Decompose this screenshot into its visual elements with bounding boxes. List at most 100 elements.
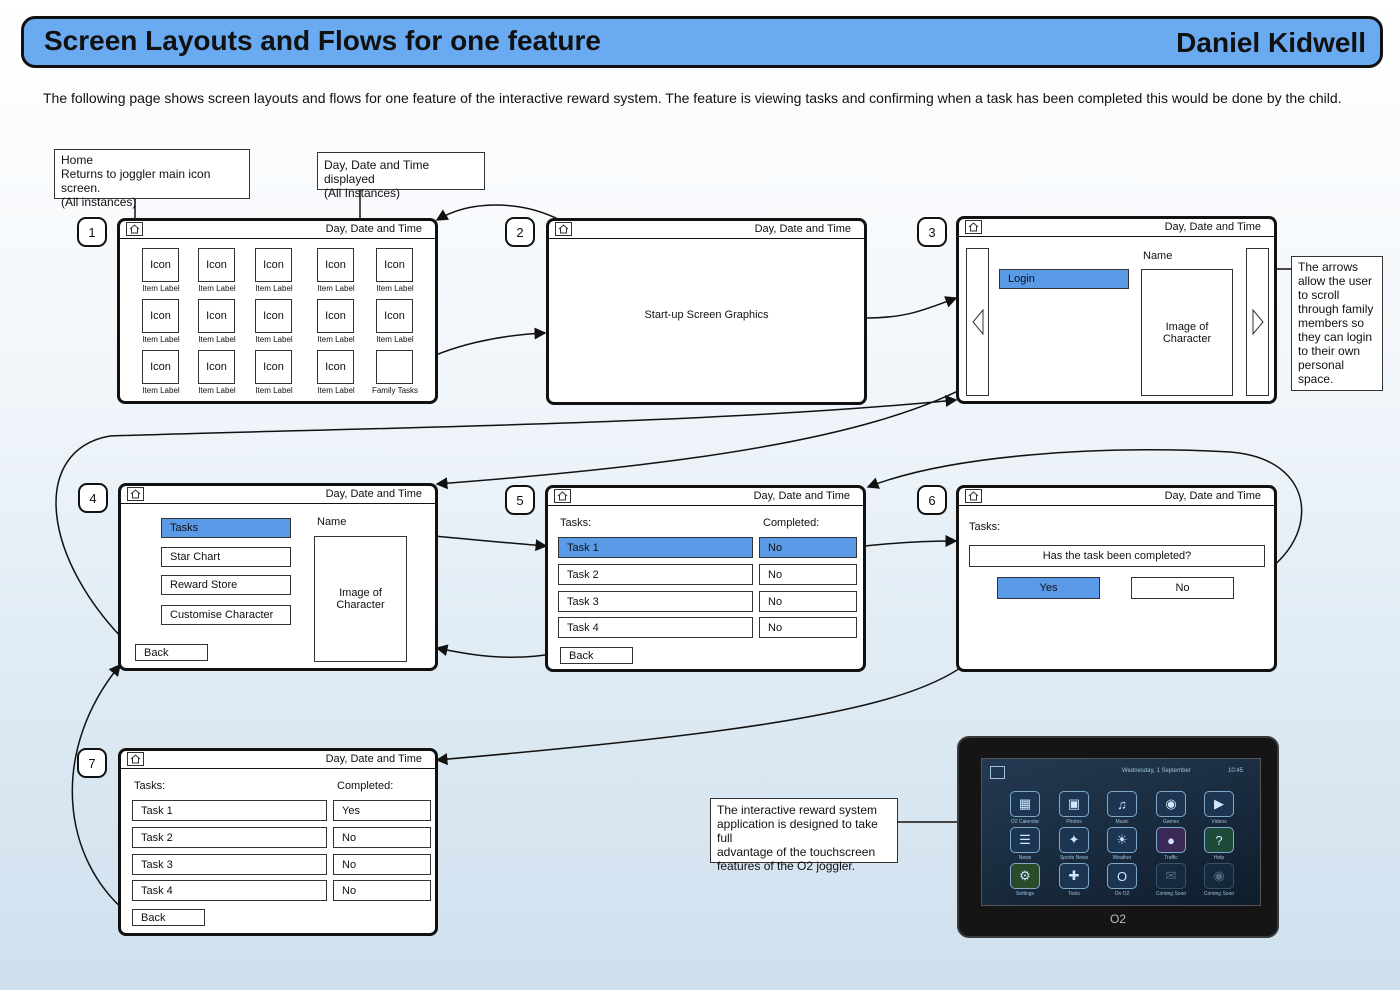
item-label: Item Label — [142, 335, 180, 344]
menu-customise-character-button[interactable]: Customise Character — [161, 605, 291, 625]
no-button[interactable]: No — [1131, 577, 1234, 599]
coming-soon-icon: ✉ — [1156, 863, 1186, 889]
task-status[interactable]: No — [759, 591, 857, 612]
device-home-icon — [990, 766, 1005, 779]
note-arrows-line: through family — [1298, 302, 1374, 316]
yes-button[interactable]: Yes — [997, 577, 1100, 599]
app-icon[interactable]: Icon — [198, 350, 235, 384]
task-row[interactable]: Task 3 — [558, 591, 753, 612]
note-arrows-line: members so — [1298, 316, 1365, 330]
arrow-2-to-3 — [866, 296, 958, 319]
app-icon[interactable]: Icon — [198, 299, 235, 333]
screen-5-task-list: Day, Date and Time Tasks: Completed: Tas… — [545, 485, 866, 672]
tasks-header: Tasks: — [969, 521, 1001, 533]
item-label: Item Label — [376, 335, 414, 344]
item-label: Item Label — [198, 284, 236, 293]
top-bar: Day, Date and Time — [121, 751, 435, 769]
scroll-left-button[interactable] — [966, 248, 989, 396]
app-icon[interactable]: Icon — [255, 248, 292, 282]
item-label: Item Label — [198, 335, 236, 344]
task-status[interactable]: No — [333, 854, 431, 875]
task-status[interactable]: No — [333, 880, 431, 901]
menu-reward-store-button[interactable]: Reward Store — [161, 575, 291, 595]
arrow-7-to-4 — [71, 663, 132, 917]
menu-tasks-button[interactable]: Tasks — [161, 518, 291, 538]
help-icon: ? — [1204, 827, 1234, 853]
home-icon[interactable] — [127, 752, 144, 766]
title-bar: Screen Layouts and Flows for one feature… — [21, 16, 1383, 68]
app-icon[interactable]: Icon — [142, 299, 179, 333]
task-status[interactable]: No — [333, 827, 431, 848]
app-icon[interactable]: Icon — [376, 299, 413, 333]
menu-star-chart-button[interactable]: Star Chart — [161, 547, 291, 567]
item-label: Item Label — [317, 386, 355, 395]
task-status[interactable]: Yes — [333, 800, 431, 821]
back-button[interactable]: Back — [560, 647, 633, 664]
home-icon[interactable] — [555, 222, 572, 236]
datetime-label: Day, Date and Time — [325, 223, 422, 235]
note-device-line: application is designed to take full — [717, 817, 878, 845]
task-row[interactable]: Task 4 — [558, 617, 753, 638]
datetime-label: Day, Date and Time — [325, 488, 422, 500]
note-datetime: Day, Date and Time displayed (All Instan… — [317, 152, 485, 200]
item-label: Item Label — [376, 284, 414, 293]
family-tasks-icon[interactable] — [376, 350, 413, 384]
task-status[interactable]: No — [759, 537, 857, 558]
back-button[interactable]: Back — [132, 909, 205, 926]
arrow-4-to-3 — [55, 395, 958, 650]
task-row[interactable]: Task 2 — [132, 827, 327, 848]
note-device-line: The interactive reward system — [717, 803, 878, 817]
login-button[interactable]: Login — [999, 269, 1129, 289]
app-icon[interactable]: Icon — [142, 248, 179, 282]
app-icon[interactable]: Icon — [376, 248, 413, 282]
device-label: Weather — [1112, 855, 1132, 861]
task-row[interactable]: Task 2 — [558, 564, 753, 585]
home-icon[interactable] — [554, 489, 571, 503]
back-button[interactable]: Back — [135, 644, 208, 661]
home-icon[interactable] — [965, 220, 982, 234]
note-arrows-line: space. — [1298, 372, 1334, 386]
home-icon[interactable] — [127, 487, 144, 501]
settings-icon: ⚙ — [1010, 863, 1040, 889]
device-label: Help — [1213, 855, 1225, 861]
task-row[interactable]: Task 1 — [132, 800, 327, 821]
note-home-line: (All instances) — [61, 195, 137, 209]
note-device-line: advantage of the touchscreen — [717, 845, 876, 859]
task-row[interactable]: Task 1 — [558, 537, 753, 558]
app-icon[interactable]: Icon — [255, 350, 292, 384]
family-tasks-label: Family Tasks — [371, 386, 419, 395]
startup-graphics: Start-up Screen Graphics — [644, 309, 769, 321]
o2-brand: O2 — [1109, 912, 1126, 926]
item-label: Item Label — [255, 284, 293, 293]
app-icon[interactable]: Icon — [142, 350, 179, 384]
weather-icon: ☀ — [1107, 827, 1137, 853]
scroll-right-button[interactable] — [1246, 248, 1269, 396]
app-icon[interactable]: Icon — [317, 350, 354, 384]
home-icon[interactable] — [126, 222, 143, 236]
app-icon[interactable]: Icon — [317, 299, 354, 333]
datetime-label: Day, Date and Time — [1164, 490, 1261, 502]
note-datetime-line: (All Instances) — [324, 186, 401, 200]
task-row[interactable]: Task 3 — [132, 854, 327, 875]
note-device-line: features of the O2 joggler. — [717, 859, 856, 873]
author-name: Daniel Kidwell — [1176, 27, 1366, 58]
app-icon[interactable]: Icon — [198, 248, 235, 282]
device-label: Photos — [1066, 819, 1082, 825]
app-icon[interactable]: Icon — [317, 248, 354, 282]
screen-number-7: 7 — [77, 748, 107, 778]
top-bar: Day, Date and Time — [959, 488, 1274, 506]
device-label: News — [1018, 855, 1032, 861]
item-label: Item Label — [317, 284, 355, 293]
task-row[interactable]: Task 4 — [132, 880, 327, 901]
task-status[interactable]: No — [759, 617, 857, 638]
character-image: Image of Character — [314, 536, 407, 662]
task-status[interactable]: No — [759, 564, 857, 585]
home-icon[interactable] — [965, 489, 982, 503]
app-icon[interactable]: Icon — [255, 299, 292, 333]
screen-number-5: 5 — [505, 485, 535, 515]
device-label: Videos — [1211, 819, 1227, 825]
page-title: Screen Layouts and Flows for one feature — [44, 25, 602, 56]
arrow-2-to-1 — [435, 204, 561, 221]
device-label: Coming Soon — [1203, 891, 1235, 897]
device-date: Wednesday, 1 September — [1122, 768, 1191, 774]
